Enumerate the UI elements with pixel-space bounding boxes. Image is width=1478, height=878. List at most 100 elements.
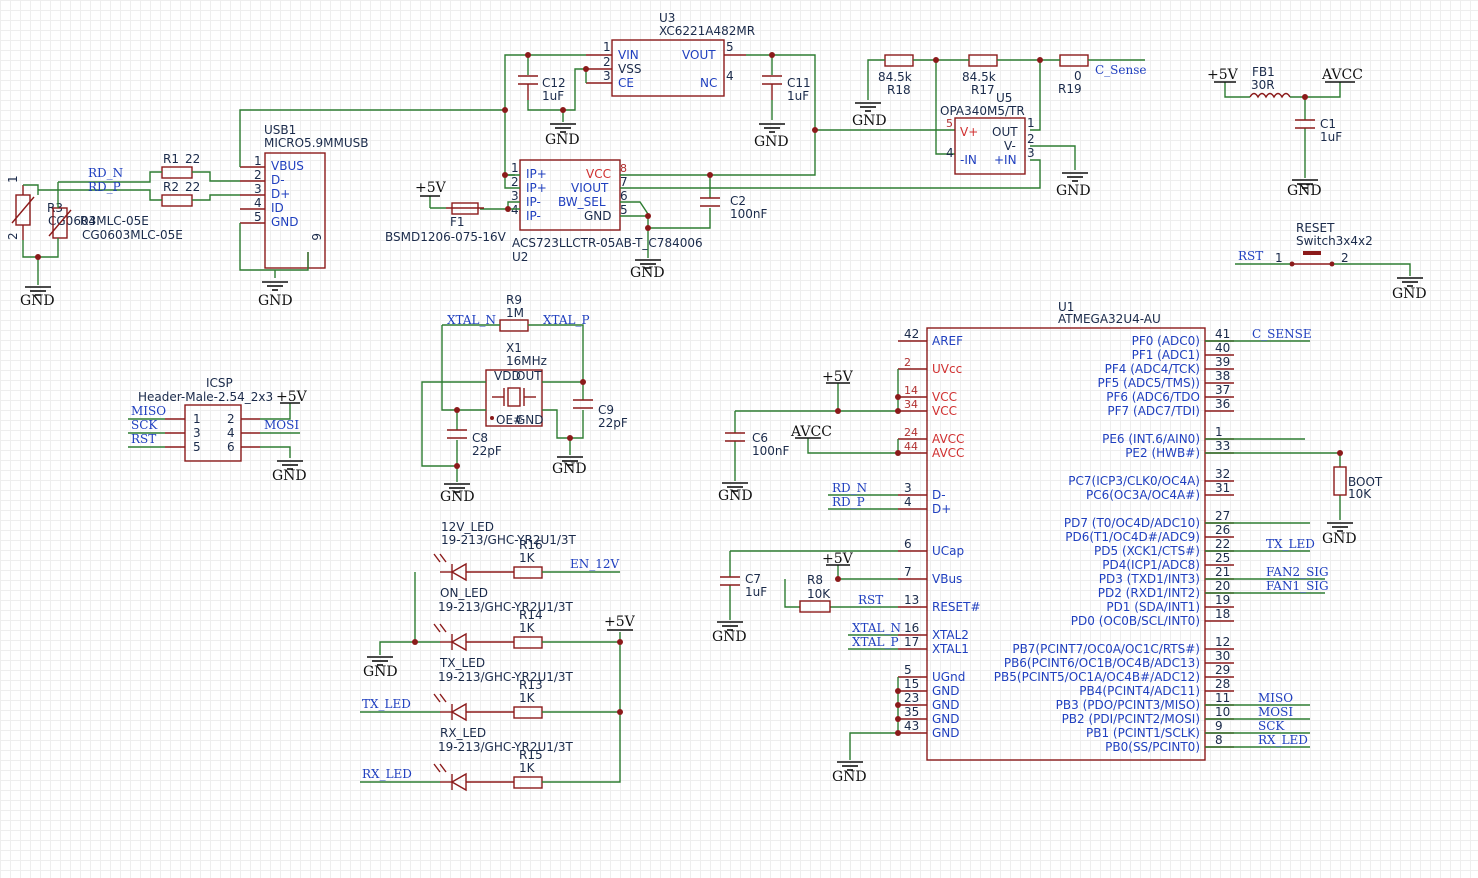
gnd-label: GND xyxy=(363,664,398,680)
tvs-wires[interactable] xyxy=(22,184,59,285)
tvs-r3[interactable]: R3 CG0603MLC-05E 1 2 xyxy=(6,175,149,240)
net-xtal-n: XTAL_N xyxy=(852,621,901,635)
opamp-u5[interactable]: U5 OPA340M5/TR V+ -IN OUT V- +IN 5 4 1 2… xyxy=(940,91,1035,175)
ldo-u3[interactable]: U3 XC6221A482MR VIN VSS CE VOUT NC 1 2 3… xyxy=(586,11,755,97)
tvs-r4[interactable]: R4 CG0603MLC-05E xyxy=(48,207,183,242)
u1-pin-number: 27 xyxy=(1215,509,1230,523)
capacitor-c6[interactable]: C6 100nF xyxy=(725,431,790,458)
led-on[interactable]: ON_LED 19-213/GHC-YR2U1/3T xyxy=(438,586,574,614)
u1-pin-label: PB3 (PDO/PCINT3/MISO) xyxy=(1056,698,1200,712)
u3-pnum: 4 xyxy=(726,69,734,83)
divider-wires[interactable] xyxy=(815,59,1145,170)
net-sck: SCK xyxy=(1258,719,1285,733)
ldo-wires[interactable] xyxy=(504,54,816,176)
net-sck: SCK xyxy=(131,418,158,432)
u1-pin-number: 19 xyxy=(1215,593,1230,607)
ferrite-fb1[interactable]: FB1 30R xyxy=(1249,65,1291,99)
sensor-wires[interactable] xyxy=(480,159,1041,258)
usb1-pin-id: ID xyxy=(271,201,284,215)
resistor-r19[interactable]: 0 R19 xyxy=(1058,54,1089,96)
u1-pin-number: 18 xyxy=(1215,607,1230,621)
icsp-header[interactable]: ICSP Header-Male-2.54_2x3 1 2 3 4 5 6 xyxy=(138,376,273,462)
net-c-sense: C_Sense xyxy=(1095,63,1147,77)
crystal-x1[interactable]: X1 16MHz VDD OUT OE# GND xyxy=(485,341,547,427)
led-value: 19-213/GHC-YR2U1/3T xyxy=(438,740,574,754)
led-rx[interactable]: RX_LED 19-213/GHC-YR2U1/3T xyxy=(438,726,574,754)
c7-value: 1uF xyxy=(745,585,767,599)
net-rx-led: RX_LED xyxy=(1258,733,1308,747)
icsp-pnum: 2 xyxy=(227,412,235,426)
ground-icon xyxy=(758,123,786,133)
x1-pin: VDD xyxy=(494,369,521,383)
gnd-label: GND xyxy=(852,113,887,129)
x1-pin: GND xyxy=(516,413,544,427)
resistor-r8[interactable]: R8 10K xyxy=(799,573,831,613)
resistor-boot[interactable]: BOOT 10K xyxy=(1333,466,1383,501)
r9-value: 1M xyxy=(506,306,524,320)
net-xtal-p: XTAL_P xyxy=(852,635,899,649)
u1-pin-label: PD1 (SDA/INT1) xyxy=(1106,600,1200,614)
u1-pin-number: 9 xyxy=(1215,719,1223,733)
u3-ref: U3 xyxy=(659,11,675,25)
u1-pin-number: 44 xyxy=(904,440,918,453)
reset-pnum: 2 xyxy=(1341,251,1349,265)
net-miso: MISO xyxy=(1258,691,1293,705)
u1-pin-number: 25 xyxy=(1215,551,1230,565)
u1-pin-label: PB0(SS/PCINT0) xyxy=(1105,740,1200,754)
usb-connector-usb1[interactable]: USB1 MICRO5.9MMUSB VBUS D- D+ ID GND 1 2… xyxy=(240,123,368,269)
u5-pnum: 4 xyxy=(946,146,954,160)
resistor-r1[interactable]: R1 22 xyxy=(161,152,200,179)
capacitor-c8[interactable]: C8 22pF xyxy=(447,429,502,458)
current-sensor-u2[interactable]: ACS723LLCTR-05AB-T_C784006 U2 IP+ IP+ IP… xyxy=(511,159,703,264)
u5-pnum: 1 xyxy=(1027,116,1035,130)
u1-pin-number: 5 xyxy=(904,663,912,677)
resistor-r17[interactable]: 84.5k R17 xyxy=(962,54,998,97)
u5-pin: +IN xyxy=(994,153,1017,167)
crystal-wires[interactable] xyxy=(421,324,584,482)
u2-pnum: 8 xyxy=(620,162,627,175)
r19-ref: R19 xyxy=(1058,82,1082,96)
usb-data-wires[interactable] xyxy=(37,171,240,201)
resistor-r18[interactable]: 84.5k R18 xyxy=(878,54,914,97)
u1-pin-number: 36 xyxy=(1215,397,1230,411)
c2-ref: C2 xyxy=(730,194,746,208)
led-section[interactable]: 12V_LED 19-213/GHC-YR2U1/3T ON_LED 19-21… xyxy=(433,520,577,792)
u1-pin-number: 30 xyxy=(1215,649,1230,663)
capacitor-c11[interactable]: C11 1uF xyxy=(762,75,811,103)
capacitor-c1[interactable]: C1 1uF xyxy=(1295,117,1342,144)
usb-wires[interactable] xyxy=(239,109,505,278)
avcc-filter-wires[interactable] xyxy=(1224,82,1341,178)
icsp-wires[interactable] xyxy=(128,403,300,458)
u1-ref: U1 xyxy=(1058,300,1074,314)
gnd-label: GND xyxy=(552,461,587,477)
fuse-wire[interactable] xyxy=(429,196,446,209)
u2-pnum: 4 xyxy=(511,203,519,217)
ground-icon xyxy=(854,102,882,112)
capacitor-c2[interactable]: C2 100nF xyxy=(700,194,768,221)
u1-pin-number: 38 xyxy=(1215,369,1230,383)
led-12v[interactable]: 12V_LED 19-213/GHC-YR2U1/3T xyxy=(441,520,577,547)
u2-pnum: 3 xyxy=(511,189,519,203)
u1-pin-number: 16 xyxy=(904,621,919,635)
u1-pin-number: 34 xyxy=(904,398,918,411)
r8-value: 10K xyxy=(807,587,831,601)
led-tx[interactable]: TX_LED 19-213/GHC-YR2U1/3T xyxy=(438,656,574,684)
led-wires[interactable] xyxy=(360,571,621,783)
resistor-r2[interactable]: R2 22 xyxy=(161,180,200,207)
capacitor-c7[interactable]: C7 1uF xyxy=(720,572,767,599)
u1-pin-number: 28 xyxy=(1215,677,1230,691)
capacitor-c9[interactable]: C9 22pF xyxy=(573,399,628,430)
usb1-pin-gnd: GND xyxy=(271,215,299,229)
resistor-r9[interactable]: R9 1M xyxy=(499,293,529,332)
u5-pin: -IN xyxy=(960,153,977,167)
reset-switch[interactable]: RESET Switch3x4x2 1 2 xyxy=(1275,221,1373,267)
u1-value: ATMEGA32U4-AU xyxy=(1058,312,1161,326)
fb1-ref: FB1 xyxy=(1252,65,1275,79)
u2-pin: IP- xyxy=(526,195,541,209)
net-c-sense: C_SENSE xyxy=(1252,327,1312,341)
fuse-f1[interactable]: F1 BSMD1206-075-16V xyxy=(385,202,507,244)
capacitor-c12[interactable]: C12 1uF xyxy=(518,75,566,103)
reset-wires[interactable] xyxy=(1235,263,1411,276)
